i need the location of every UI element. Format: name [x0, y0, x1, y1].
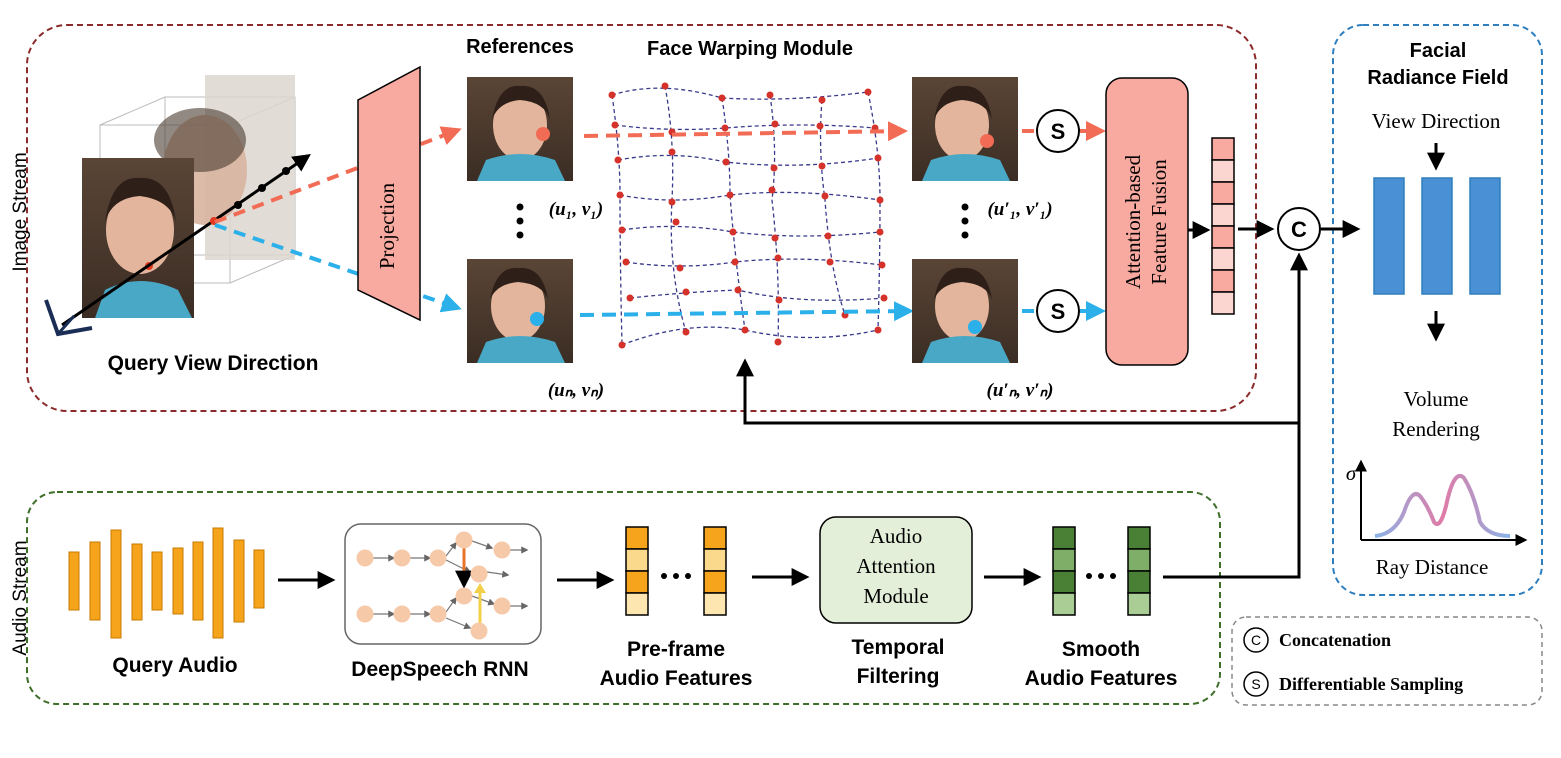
- preframe-label-line1: Pre-frame: [627, 638, 725, 661]
- red-ray: [214, 126, 462, 224]
- blue-ray: [214, 223, 462, 313]
- smooth-label-line1: Smooth: [1062, 638, 1140, 661]
- legend-c-icon: [1243, 627, 1269, 653]
- volume-rendering-line2: Rendering: [1392, 417, 1480, 441]
- preframe-feature-n: [703, 526, 727, 616]
- audio-attention-line1: Audio: [870, 524, 923, 548]
- deepspeech-block: [344, 523, 542, 645]
- coord-n-prime-label: (u′ₙ, v′ₙ): [987, 380, 1054, 401]
- query-view-ray: [61, 153, 311, 327]
- warped-image-1: [912, 77, 1018, 181]
- legend-s-symbol: S: [1251, 676, 1260, 692]
- query-audio-label: Query Audio: [112, 654, 237, 677]
- audio-attention-line3: Module: [863, 584, 928, 608]
- legend-c-symbol: C: [1251, 632, 1261, 648]
- reference-image-n: [467, 259, 573, 363]
- radiance-field-box: [1332, 24, 1543, 596]
- view-direction-label: View Direction: [1372, 109, 1501, 133]
- coord-1-prime-label: (u′₁, v′₁): [987, 199, 1052, 220]
- query-view-direction-label: Query View Direction: [108, 352, 319, 375]
- feature-fusion-line2: Feature Fusion: [1147, 159, 1171, 285]
- audio-attention-block: [819, 516, 973, 624]
- references-label: References: [466, 36, 574, 58]
- preframe-feature-1: [625, 526, 649, 616]
- legend-s-icon: [1243, 671, 1269, 697]
- temporal-filtering-line1: Temporal: [852, 636, 945, 659]
- audio-waveform: [68, 527, 265, 639]
- coord-1-label: (u₁, v₁): [549, 199, 603, 220]
- audio-stream-box: [26, 491, 1221, 705]
- sampling-node-1: [1036, 109, 1080, 153]
- concat-node-symbol: C: [1291, 217, 1307, 242]
- density-plot: [1355, 459, 1528, 546]
- image-stream-label: Image Stream: [10, 152, 31, 271]
- sampling-node-1-symbol: S: [1051, 119, 1066, 144]
- warp-blue-ray: [579, 301, 914, 322]
- audio-stream-label: Audio Stream: [10, 540, 31, 655]
- query-view-group: [44, 75, 311, 337]
- reference-image-1: [467, 77, 573, 181]
- feature-fusion-line1: Attention-based: [1121, 154, 1145, 289]
- sampling-node-n-symbol: S: [1051, 299, 1066, 324]
- smooth-feature-1: [1052, 526, 1076, 616]
- warped-image-n: [912, 259, 1018, 363]
- legend-s-label: Differentiable Sampling: [1279, 674, 1463, 694]
- sampling-node-n: [1036, 289, 1080, 333]
- radiance-title-line1: Facial: [1410, 40, 1467, 62]
- temporal-filtering-line2: Filtering: [857, 665, 940, 688]
- preframe-label-line2: Audio Features: [600, 667, 753, 690]
- rnn-graph: [356, 531, 529, 640]
- legend-box: [1231, 616, 1543, 706]
- warp-red-ray: [583, 121, 908, 142]
- fused-feature-vector: [1211, 137, 1235, 315]
- face-warping-label: Face Warping Module: [647, 38, 853, 60]
- smooth-label-line2: Audio Features: [1025, 667, 1178, 690]
- projection-block: [357, 65, 421, 322]
- sigma-label: σ: [1346, 461, 1358, 485]
- audio-to-concat-connector: [1163, 252, 1308, 579]
- warping-grid-nodes: [608, 82, 888, 349]
- ray-distance-label: Ray Distance: [1376, 555, 1489, 579]
- legend-c-label: Concatenation: [1279, 630, 1391, 650]
- coord-n-label: (uₙ, vₙ): [548, 380, 604, 401]
- query-face-image: [82, 158, 194, 318]
- deepspeech-label: DeepSpeech RNN: [351, 658, 528, 681]
- concat-node: [1277, 207, 1321, 251]
- projection-label: Projection: [375, 182, 399, 269]
- radiance-title-line2: Radiance Field: [1367, 67, 1508, 89]
- warping-grid: [611, 85, 885, 346]
- audio-attention-line2: Attention: [856, 554, 936, 578]
- audio-to-warping-connector: [736, 358, 1299, 425]
- radiance-mlp-layers: [1373, 177, 1501, 295]
- feature-fusion-block: [1105, 77, 1189, 366]
- image-stream-box: [26, 24, 1257, 412]
- volume-rendering-line1: Volume: [1404, 387, 1469, 411]
- smooth-feature-n: [1127, 526, 1151, 616]
